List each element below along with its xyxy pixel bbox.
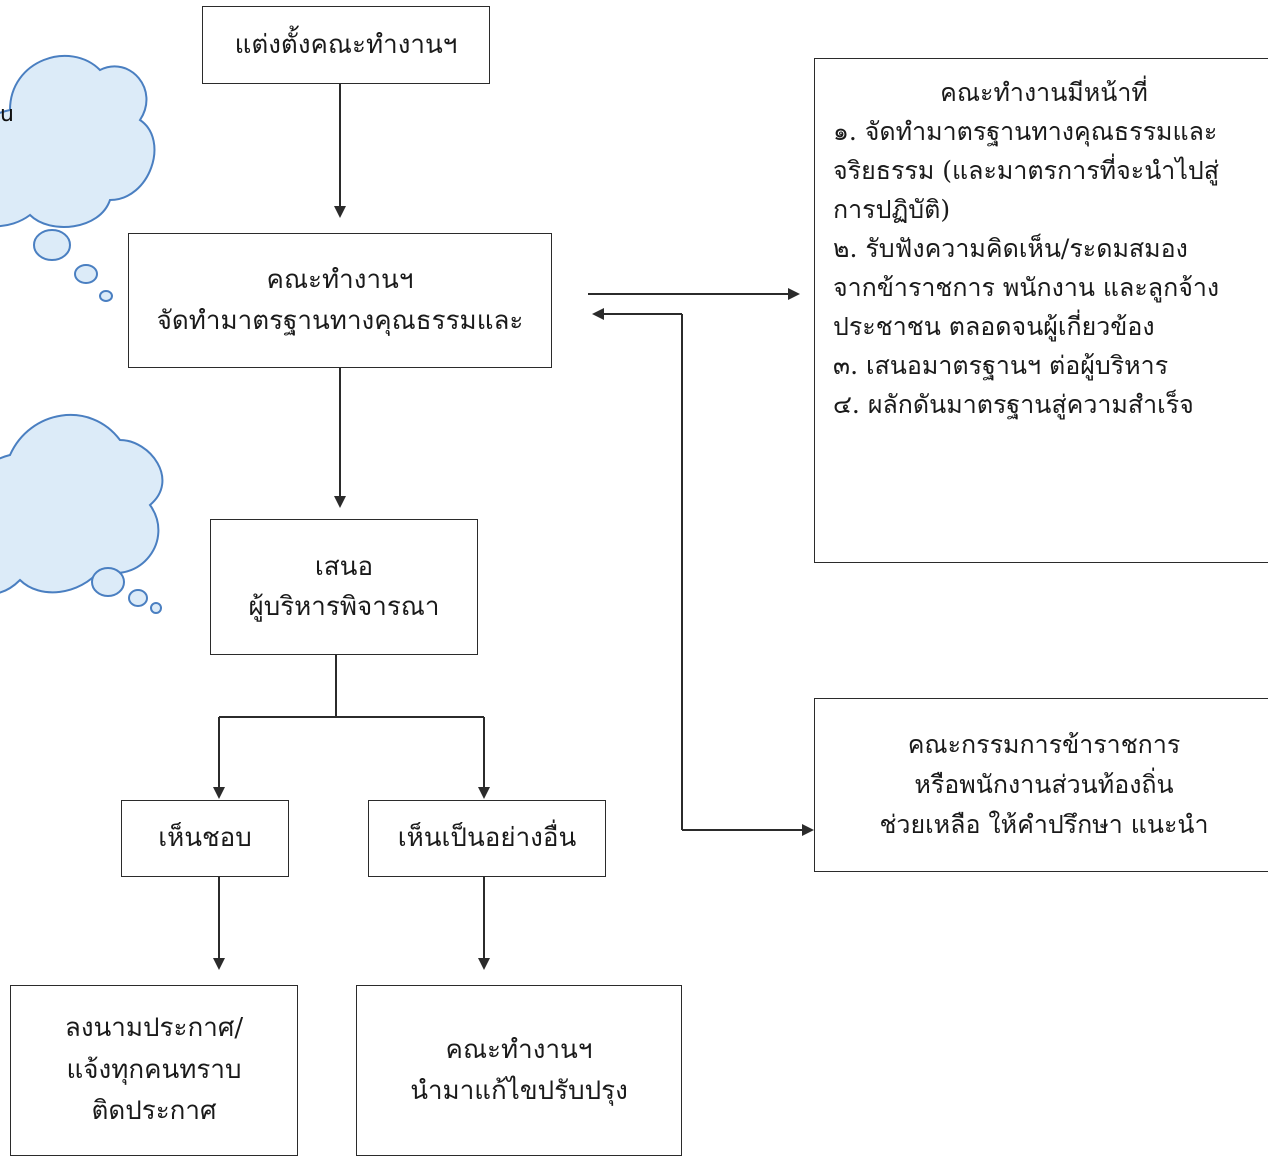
duty-line: ๔. ผลักดันมาตรฐานสู่ความสำเร็จ	[833, 390, 1194, 419]
duty-line: จริยธรรม (และมาตรการที่จะนำไปสู่	[833, 156, 1220, 185]
cloud-text-fragment: u	[0, 102, 14, 127]
box-line: หรือพนักงานส่วนท้องถิ่น	[914, 770, 1174, 799]
thought-cloud-middle	[0, 414, 164, 614]
duty-line: จากข้าราชการ พนักงาน และลูกจ้าง	[833, 273, 1220, 302]
box-line: จัดทำมาตรฐานทางคุณธรรมและ	[156, 305, 524, 336]
duty-line: ๒. รับฟังความคิดเห็น/ระดมสมอง	[833, 234, 1188, 263]
box-line: เห็นเป็นอย่างอื่น	[397, 823, 577, 854]
duty-line: ๑. จัดทำมาตรฐานทางคุณธรรมและ	[833, 117, 1218, 146]
duty-line: ประชาชน ตลอดจนผู้เกี่ยวข้อง	[833, 312, 1155, 341]
box-line: เสนอ	[314, 551, 374, 582]
appoint-working-group-box: แต่งตั้งคณะทำงานฯ	[202, 6, 490, 84]
box-line: คณะทำงานฯ	[445, 1035, 593, 1066]
duties-box: คณะทำงานมีหน้าที่ ๑. จัดทำมาตรฐานทางคุณธ…	[814, 58, 1268, 563]
box-line: ช่วยเหลือ ให้คำปรึกษา แนะนำ	[879, 810, 1209, 839]
propose-box: เสนอ ผู้บริหารพิจารณา	[210, 519, 478, 655]
thought-cloud-top	[0, 54, 156, 302]
disagree-box: เห็นเป็นอย่างอื่น	[368, 800, 606, 877]
box-line: แจ้งทุกคนทราบ	[66, 1054, 242, 1085]
committee-box: คณะกรรมการข้าราชการ หรือพนักงานส่วนท้องถ…	[814, 698, 1268, 872]
duty-line: ๓. เสนอมาตรฐานฯ ต่อผู้บริหาร	[833, 351, 1169, 380]
box-line: ติดประกาศ	[91, 1096, 217, 1127]
box-line: แต่งตั้งคณะทำงานฯ	[234, 29, 458, 60]
working-group-box: คณะทำงานฯ จัดทำมาตรฐานทางคุณธรรมและ	[128, 233, 552, 368]
duty-line: การปฏิบัติ)	[833, 195, 951, 224]
connector-lines	[213, 84, 814, 970]
box-line: นำมาแก้ไขปรับปรุง	[410, 1075, 628, 1106]
box-line: คณะทำงานฯ	[266, 265, 414, 296]
announce-box: ลงนามประกาศ/ แจ้งทุกคนทราบ ติดประกาศ	[10, 985, 298, 1156]
box-line: เห็นชอบ	[158, 823, 252, 854]
approve-box: เห็นชอบ	[121, 800, 289, 877]
box-line: ผู้บริหารพิจารณา	[248, 592, 440, 622]
box-line: คณะกรรมการข้าราชการ	[907, 730, 1181, 759]
box-line: ลงนามประกาศ/	[64, 1013, 244, 1044]
duties-heading: คณะทำงานมีหน้าที่	[940, 78, 1148, 107]
revise-box: คณะทำงานฯ นำมาแก้ไขปรับปรุง	[356, 985, 682, 1156]
